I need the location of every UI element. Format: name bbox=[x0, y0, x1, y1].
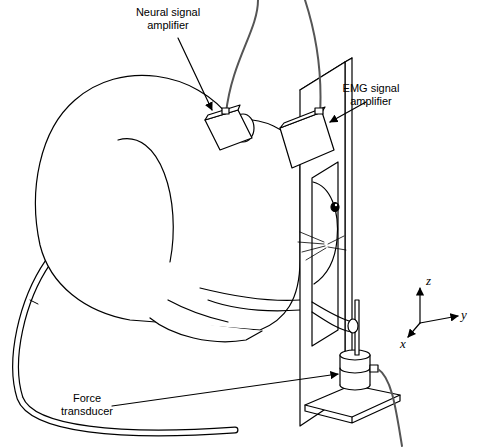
axis-arrow bbox=[419, 288, 420, 323]
panel-side bbox=[345, 58, 352, 396]
eye-highlight bbox=[335, 204, 337, 206]
forearm bbox=[312, 312, 352, 332]
paw bbox=[348, 319, 358, 333]
eye bbox=[331, 203, 339, 212]
callout-label: EMG signal amplifier bbox=[336, 82, 406, 108]
leader-arrow bbox=[178, 38, 212, 110]
callout-label: Force transducer bbox=[52, 392, 122, 418]
rat-head bbox=[313, 182, 338, 284]
transducer-bottom bbox=[340, 385, 370, 390]
tail-mark bbox=[30, 300, 38, 304]
base-plate-edge bbox=[305, 395, 400, 423]
hind-foot bbox=[150, 318, 262, 342]
whiskers bbox=[298, 232, 346, 260]
axis-arrow bbox=[408, 323, 420, 337]
axis-arrow bbox=[420, 316, 458, 323]
neural-cable bbox=[226, 0, 258, 113]
callout-label: Neural signal amplifier bbox=[128, 6, 208, 32]
base-plate bbox=[305, 385, 400, 417]
transducer-band bbox=[340, 368, 370, 373]
axis-label: y bbox=[461, 308, 477, 321]
neural-connector bbox=[222, 108, 229, 114]
axis-label: x bbox=[400, 337, 420, 350]
front-arm bbox=[200, 288, 300, 300]
axis-label: z bbox=[426, 274, 446, 287]
forearm bbox=[312, 302, 352, 322]
hip-line bbox=[118, 139, 173, 262]
emg-amplifier-top bbox=[280, 107, 325, 128]
rat-body bbox=[35, 75, 300, 330]
front-arm bbox=[208, 300, 300, 311]
transducer-cable bbox=[378, 369, 402, 446]
emg-cable bbox=[305, 0, 320, 115]
transducer-connector bbox=[370, 365, 378, 372]
emg-connector bbox=[315, 108, 323, 114]
emg-amplifier bbox=[280, 112, 334, 168]
leader-arrow bbox=[112, 374, 338, 406]
